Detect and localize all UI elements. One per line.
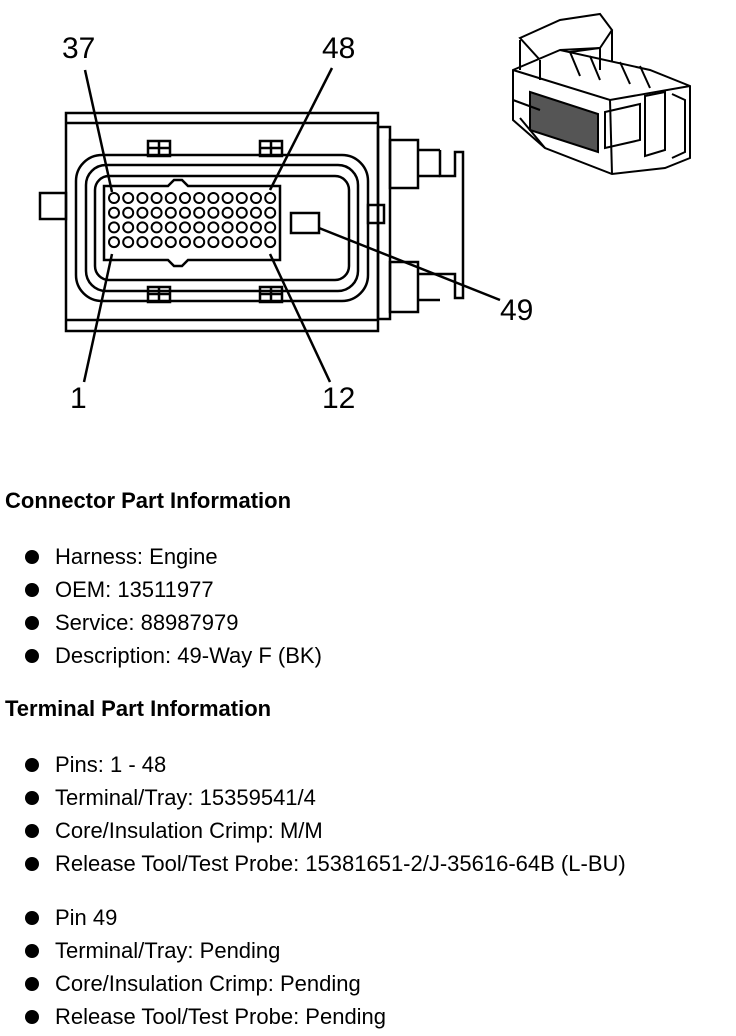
- pin-cavity: [108, 221, 120, 234]
- bullet-icon: [25, 649, 39, 663]
- list-item: Terminal/Tray: 15359541/4: [0, 781, 626, 814]
- pin-cavity: [250, 221, 262, 234]
- bullet-icon: [25, 911, 39, 925]
- callout-48: 48: [322, 32, 355, 65]
- pin-cavity: [108, 206, 120, 219]
- list-item: Core/Insulation Crimp: M/M: [0, 814, 626, 847]
- bullet-icon: [25, 857, 39, 871]
- list-item-text: Release Tool/Test Probe: 15381651-2/J-35…: [55, 851, 626, 876]
- pin-cavity: [193, 206, 206, 219]
- pin-cavity: [207, 221, 220, 234]
- pin-grid: [108, 192, 277, 249]
- connector-isometric-view: [512, 12, 691, 176]
- callout-leaders: [82, 67, 501, 383]
- bullet-icon: [25, 758, 39, 772]
- pin-cavity: [122, 206, 135, 219]
- pin-cavity: [235, 206, 248, 219]
- list-item-text: Release Tool/Test Probe: Pending: [55, 1004, 387, 1029]
- callout-12: 12: [322, 382, 355, 415]
- pin-cavity: [108, 192, 120, 204]
- list-item-text: Harness: Engine: [55, 544, 218, 569]
- list-item: OEM: 13511977: [0, 573, 322, 606]
- pin-cavity: [207, 236, 220, 249]
- list-item-text: Terminal/Tray: 15359541/4: [55, 785, 316, 810]
- pin-cavity: [207, 206, 220, 219]
- pin-cavity: [122, 221, 135, 234]
- list-item: Terminal/Tray: Pending: [0, 934, 386, 967]
- pin-cavity: [221, 236, 234, 249]
- list-item-text: Core/Insulation Crimp: M/M: [55, 818, 323, 843]
- terminal-part-list-pin49: Pin 49 Terminal/Tray: Pending Core/Insul…: [0, 901, 386, 1033]
- list-item-text: Core/Insulation Crimp: Pending: [55, 971, 361, 996]
- pin-cavity: [122, 236, 135, 249]
- bullet-icon: [25, 944, 39, 958]
- list-item: Harness: Engine: [0, 540, 322, 573]
- pin-cavity: [136, 206, 149, 219]
- pin-cavity: [207, 192, 220, 204]
- pin-cavity: [136, 236, 149, 249]
- bullet-icon: [25, 550, 39, 564]
- pin-cavity: [235, 221, 248, 234]
- connector-face: [38, 111, 465, 333]
- pin-cavity: [221, 206, 234, 219]
- list-item: Core/Insulation Crimp: Pending: [0, 967, 386, 1000]
- pin-cavity: [122, 192, 135, 204]
- list-item: Pin 49: [0, 901, 386, 934]
- list-item-text: Service: 88987979: [55, 610, 239, 635]
- pin-cavity: [264, 206, 277, 219]
- terminal-part-list-pins: Pins: 1 - 48 Terminal/Tray: 15359541/4 C…: [0, 748, 626, 880]
- pin-cavity: [179, 236, 191, 249]
- bullet-icon: [25, 791, 39, 805]
- bullet-icon: [25, 977, 39, 991]
- bullet-icon: [25, 1010, 39, 1024]
- terminal-part-title: Terminal Part Information: [5, 696, 272, 721]
- pin-cavity: [136, 192, 149, 204]
- pin-cavity: [150, 206, 163, 219]
- pin-cavity: [136, 221, 149, 234]
- pin-cavity: [164, 236, 177, 249]
- pin-cavity: [235, 192, 248, 204]
- list-item: Service: 88987979: [0, 606, 322, 639]
- callout-1: 1: [70, 382, 87, 415]
- connector-part-title: Connector Part Information: [5, 488, 292, 513]
- pin-cavity: [193, 192, 206, 204]
- pin-cavity: [250, 206, 262, 219]
- pin-cavity: [150, 192, 163, 204]
- list-item: Description: 49-Way F (BK): [0, 639, 322, 672]
- pin-cavity: [264, 192, 277, 204]
- list-item: Release Tool/Test Probe: Pending: [0, 1000, 386, 1033]
- pin-cavity: [221, 192, 234, 204]
- bullet-icon: [25, 824, 39, 838]
- connector-part-list: Harness: Engine OEM: 13511977 Service: 8…: [0, 540, 322, 672]
- pin-cavity: [221, 221, 234, 234]
- pin-cavity: [179, 192, 191, 204]
- bullet-icon: [25, 616, 39, 630]
- pin-cavity: [264, 221, 277, 234]
- callout-37: 37: [62, 32, 95, 65]
- list-item-text: Pin 49: [55, 905, 118, 930]
- pin-cavity: [235, 236, 248, 249]
- pin-cavity: [193, 236, 206, 249]
- list-item-text: OEM: 13511977: [55, 577, 214, 602]
- pin-cavity: [250, 236, 262, 249]
- pin-cavity: [179, 221, 191, 234]
- pin-cavity: [179, 206, 191, 219]
- pin-cavity: [164, 221, 177, 234]
- pin-cavity: [164, 206, 177, 219]
- pin-cavity: [164, 192, 177, 204]
- pin-cavity: [250, 192, 262, 204]
- list-item: Release Tool/Test Probe: 15381651-2/J-35…: [0, 847, 626, 880]
- callout-49: 49: [500, 294, 533, 327]
- pin-cavity: [264, 236, 277, 249]
- pin-cavity: [108, 236, 120, 249]
- list-item: Pins: 1 - 48: [0, 748, 626, 781]
- pin-cavity: [193, 221, 206, 234]
- list-item-text: Description: 49-Way F (BK): [55, 643, 322, 668]
- connector-diagram: 37 48 1 12 49: [38, 12, 691, 415]
- pin-cavity: [150, 236, 163, 249]
- bullet-icon: [25, 583, 39, 597]
- list-item-text: Pins: 1 - 48: [55, 752, 167, 777]
- pin-cavity: [150, 221, 163, 234]
- list-item-text: Terminal/Tray: Pending: [55, 938, 281, 963]
